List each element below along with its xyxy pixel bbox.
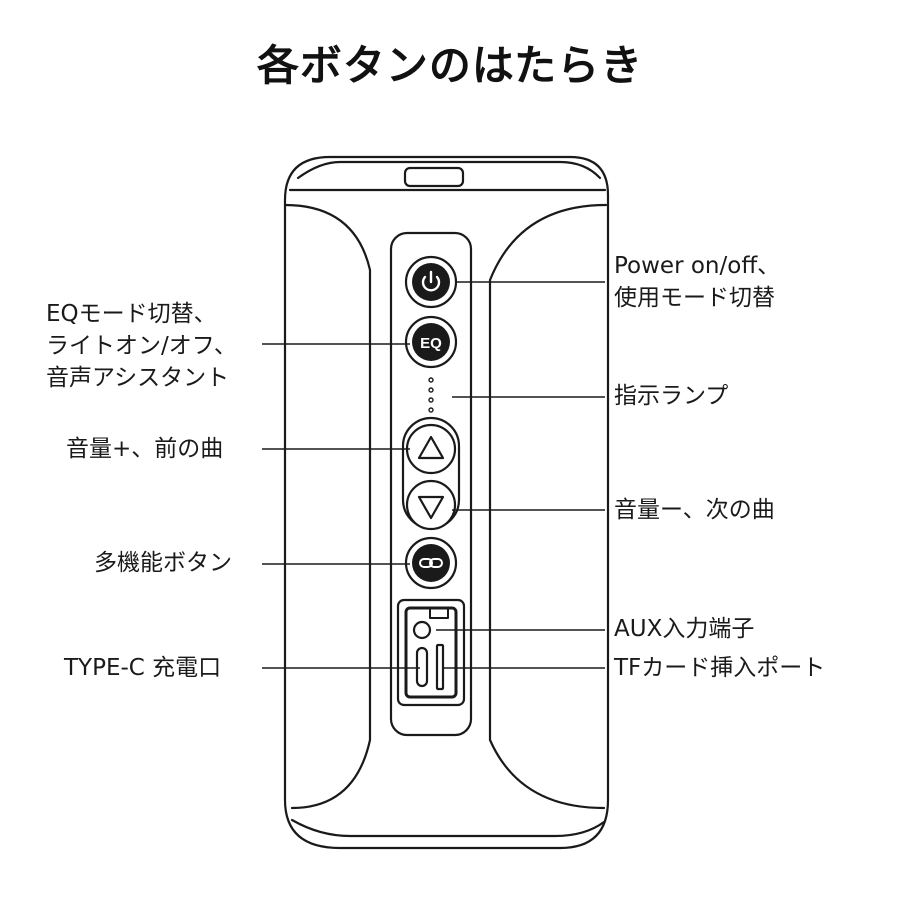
callout-power: Power on/off、 使用モード切替 bbox=[614, 253, 781, 311]
callout-typec: TYPE-C 充電口 bbox=[64, 655, 222, 681]
multi-function-button[interactable] bbox=[404, 536, 458, 590]
triangle-up-icon bbox=[417, 435, 445, 460]
speaker-body-outline bbox=[283, 155, 610, 850]
bottom-lip bbox=[290, 818, 606, 838]
indicator-lamp bbox=[428, 377, 434, 413]
link-icon bbox=[419, 558, 443, 568]
aux-port bbox=[412, 620, 432, 640]
eq-button[interactable]: EQ bbox=[404, 315, 458, 369]
speaker-top-edge bbox=[296, 160, 602, 180]
triangle-down-icon bbox=[417, 495, 445, 520]
power-button[interactable] bbox=[404, 255, 458, 309]
callout-tf: TFカード挿入ポート bbox=[614, 655, 826, 681]
right-side-panel bbox=[488, 203, 608, 810]
callout-vol-up: 音量+、前の曲 bbox=[66, 436, 224, 462]
top-handle-slot bbox=[403, 166, 465, 188]
callout-lines bbox=[262, 281, 605, 669]
eq-button-label: EQ bbox=[420, 335, 442, 352]
left-side-panel bbox=[283, 203, 372, 810]
callout-indicator: 指示ランプ bbox=[614, 383, 729, 409]
port-cover bbox=[396, 598, 466, 707]
control-panel bbox=[389, 231, 473, 737]
typec-port bbox=[415, 646, 429, 688]
tf-card-slot bbox=[435, 643, 445, 691]
power-icon bbox=[421, 270, 441, 292]
callout-multi: 多機能ボタン bbox=[94, 550, 232, 576]
callout-aux: AUX入力端子 bbox=[614, 616, 755, 642]
volume-up-button[interactable] bbox=[405, 423, 457, 475]
volume-down-button[interactable] bbox=[405, 479, 457, 531]
callout-eq: EQモード切替、 ライトオン/オフ、 音声アシスタント bbox=[46, 301, 237, 391]
page-title: 各ボタンのはたらき bbox=[256, 41, 644, 90]
callout-vol-down: 音量ー、次の曲 bbox=[614, 497, 775, 523]
